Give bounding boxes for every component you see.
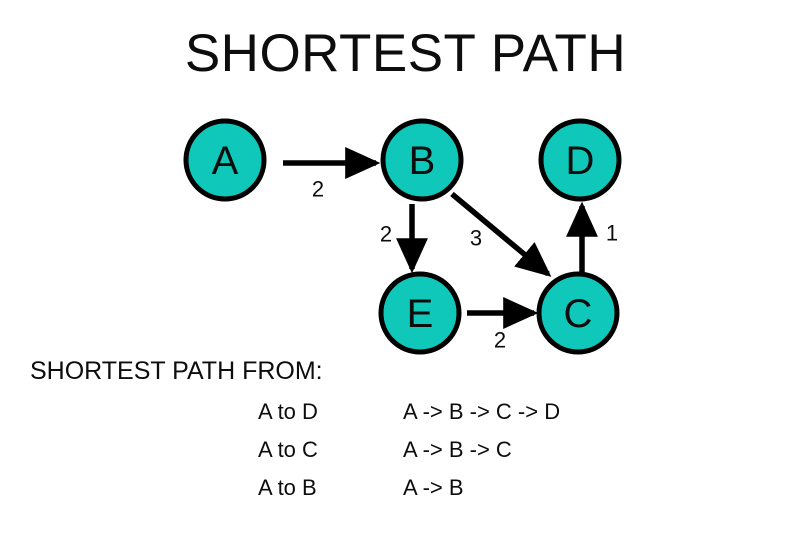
node-c-label: C <box>564 292 593 336</box>
shortest-path-legend: SHORTEST PATH FROM: A to D A -> B -> C -… <box>30 357 670 513</box>
list-item: A to B A -> B <box>30 475 670 513</box>
graph-nodes: A B D E C <box>183 118 622 355</box>
node-b[interactable]: B <box>380 118 464 202</box>
edge-weight-a-b: 2 <box>312 177 324 202</box>
legend-rows: A to D A -> B -> C -> D A to C A -> B ->… <box>30 399 670 513</box>
node-e[interactable]: E <box>378 271 462 355</box>
node-e-circle <box>378 271 462 355</box>
list-item: A to D A -> B -> C -> D <box>30 399 670 437</box>
list-item: A to C A -> B -> C <box>30 437 670 475</box>
legend-path: A -> B <box>403 474 464 500</box>
node-d-circle <box>538 118 622 202</box>
node-d-label: D <box>566 139 595 183</box>
edge-weight-e-c: 2 <box>494 328 506 353</box>
edge-weight-b-e: 2 <box>380 222 392 247</box>
page-title: SHORTEST PATH <box>184 24 627 83</box>
graph-edge-weights: 2 2 3 2 1 <box>312 177 618 353</box>
edge-weight-c-d: 1 <box>606 221 618 246</box>
legend-pair: A to B <box>258 474 317 500</box>
graph-edges <box>283 147 598 329</box>
legend-pair: A to D <box>258 398 318 424</box>
node-a-label: A <box>212 139 239 183</box>
node-b-label: B <box>409 139 436 183</box>
legend-pair: A to C <box>258 436 318 462</box>
edge-b-c <box>450 191 552 277</box>
node-b-circle <box>380 118 464 202</box>
node-d[interactable]: D <box>538 118 622 202</box>
node-c-circle <box>536 271 620 355</box>
edge-weight-b-c: 3 <box>470 226 482 251</box>
legend-header: SHORTEST PATH FROM: <box>30 357 323 385</box>
node-c[interactable]: C <box>536 271 620 355</box>
node-a-circle <box>183 118 267 202</box>
legend-path: A -> B -> C -> D <box>403 398 561 424</box>
node-a[interactable]: A <box>183 118 267 202</box>
legend-path: A -> B -> C <box>403 436 512 462</box>
node-e-label: E <box>407 292 434 336</box>
